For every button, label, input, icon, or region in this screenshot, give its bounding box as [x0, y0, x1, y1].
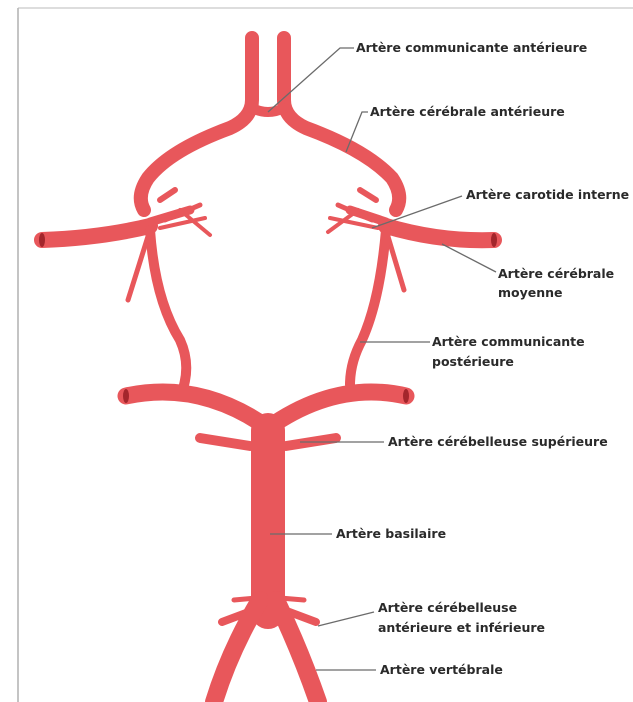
label-basilar: Artère basilaire: [336, 526, 446, 541]
anterior-cerebral-artery-left: [141, 38, 252, 210]
label-aca: Artère cérébrale antérieure: [370, 104, 565, 119]
vessel-end-caps: [39, 233, 497, 403]
posterior-communicating-artery-left: [150, 230, 186, 385]
label-sca: Artère cérébelleuse supérieure: [388, 434, 608, 449]
label-acom: Artère communicante antérieure: [356, 40, 587, 55]
leader-ica: [372, 196, 462, 228]
anterior-cerebral-artery-right: [284, 38, 399, 210]
posterior-communicating-artery-right: [350, 230, 386, 385]
posterior-cerebral-artery-right: [268, 392, 406, 428]
label-mca: Artère cérébrale moyenne: [498, 266, 619, 300]
label-ica: Artère carotide interne: [466, 187, 629, 202]
label-aica: Artère cérébelleuse antérieure et inféri…: [378, 600, 545, 635]
posterior-cerebral-artery-left: [126, 392, 268, 428]
leader-mca: [442, 244, 496, 272]
label-pcom: Artère communicante postérieure: [432, 334, 589, 369]
label-vertebral: Artère vertébrale: [380, 662, 503, 677]
labels: Artère communicante antérieure Artère cé…: [336, 40, 629, 677]
superior-cerebellar-artery-left: [200, 438, 250, 446]
leader-aica: [318, 612, 374, 626]
middle-cerebral-artery-left: [42, 226, 150, 240]
middle-cerebral-artery-right: [386, 226, 494, 240]
